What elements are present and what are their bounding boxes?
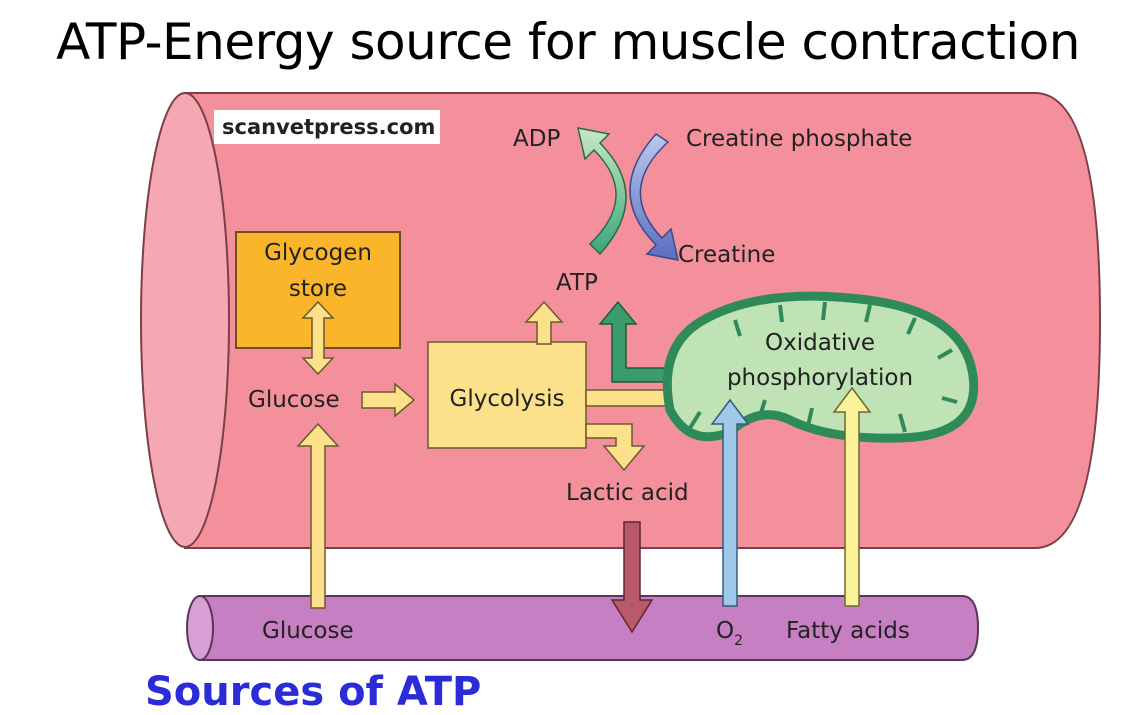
fatty-acids-up-arrow [832, 386, 872, 607]
oxidative-label-line2: phosphorylation [727, 365, 913, 391]
glycolysis-label: Glycolysis [450, 386, 565, 412]
fatty-acids-label: Fatty acids [786, 618, 910, 644]
glucose-to-glycolysis-arrow [361, 382, 416, 418]
oxygen-label-main: O [716, 618, 734, 644]
lactic-acid-down-arrow [610, 521, 654, 634]
blood-vessel [186, 595, 980, 661]
glucose-blood-label: Glucose [262, 618, 354, 644]
glucose-cell-label: Glucose [248, 387, 340, 413]
oxygen-label-subscript: 2 [734, 633, 743, 649]
mitochondrion [662, 291, 979, 443]
glycogen-label-line1: Glycogen [264, 240, 372, 266]
blood-glucose-up-arrow [296, 422, 340, 609]
atp-label: ATP [556, 270, 598, 296]
oxidative-label-line1: Oxidative [765, 330, 875, 356]
glycolysis-to-lactic-arrow [585, 423, 646, 472]
glycolysis-to-atp-arrow [524, 300, 564, 345]
oxidative-to-atp-arrow [598, 300, 683, 383]
page-title: ATP-Energy source for muscle contraction [56, 13, 1080, 71]
oxygen-label: O2 [716, 618, 743, 649]
creatine-label: Creatine [678, 242, 775, 268]
creatine-phosphate-label: Creatine phosphate [686, 126, 912, 152]
glycogen-glucose-arrow [301, 300, 335, 376]
adp-label: ADP [513, 126, 560, 152]
glycogen-label-line2: store [289, 276, 347, 302]
lactic-acid-label: Lactic acid [566, 480, 689, 506]
oxygen-up-arrow [710, 398, 750, 607]
sources-of-atp-heading: Sources of ATP [145, 669, 482, 715]
creatine-curved-arrow [629, 133, 679, 261]
atp-diagram: scanvetpress.com Glycogen store Glucose … [140, 92, 1102, 661]
mitochondrion-cristae [688, 301, 958, 435]
watermark-box [214, 110, 440, 144]
adp-curved-arrow [577, 127, 627, 256]
watermark-text: scanvetpress.com [222, 115, 435, 139]
